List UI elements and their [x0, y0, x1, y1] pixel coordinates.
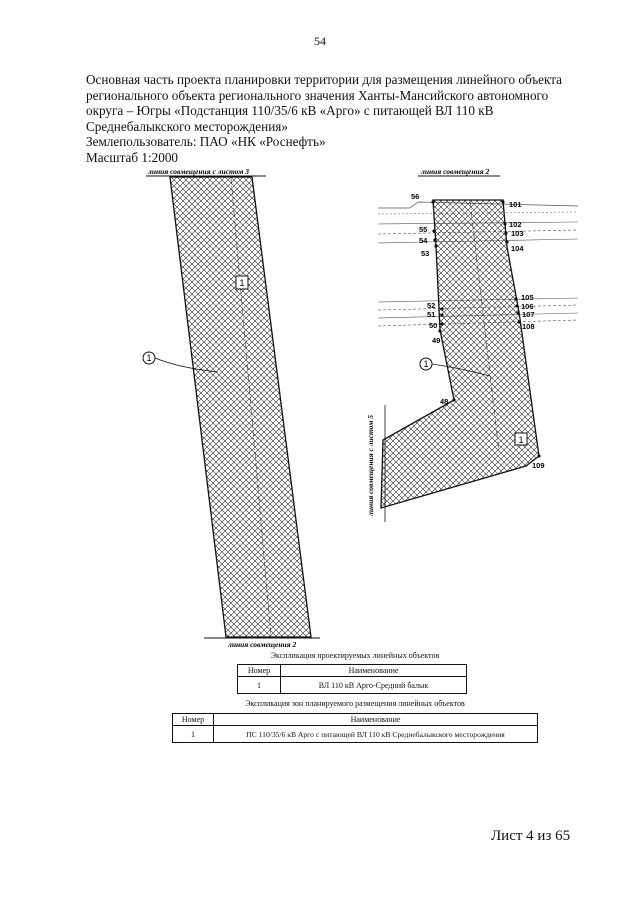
point-108 [517, 320, 521, 324]
turning-points [431, 200, 541, 458]
label-48: 48 [440, 397, 448, 406]
table1-header-number: Номер [237, 664, 281, 677]
point-52 [440, 307, 444, 311]
point-109 [537, 454, 541, 458]
point-102 [503, 222, 507, 226]
projected-objects-table: Номер Наименование 1 ВЛ 110 кВ Арго-Сред… [237, 664, 467, 694]
label-105: 105 [521, 293, 534, 302]
left-sheet-fragment: линия совмещения с листом 3 линия совмещ… [142, 167, 320, 649]
zone-leader-left [154, 357, 219, 373]
label-108: 108 [522, 322, 535, 331]
label-53: 53 [421, 249, 429, 258]
header-title-line-4: Среднебалыкского месторождения» [86, 118, 288, 134]
right-top-match-label: линия совмещения 2 [420, 167, 489, 176]
object-marker-right: 1 [518, 435, 523, 445]
left-bottom-match-label: линия совмещения 2 [227, 640, 296, 649]
label-56: 56 [411, 192, 419, 201]
point-49 [438, 329, 442, 333]
label-54: 54 [419, 236, 428, 245]
table-row: 1 ПС 110/35/6 кВ Арго с питающей ВЛ 110 … [172, 725, 538, 743]
point-50 [440, 322, 444, 326]
zone-right-area [380, 199, 540, 509]
label-103: 103 [511, 229, 524, 238]
turning-point-labels: 56 101 102 55 103 54 53 104 105 52 106 5… [411, 192, 545, 470]
zone-marker-right: 1 [423, 359, 428, 369]
page-number: 54 [314, 34, 326, 48]
left-top-match-label: линия совмещения с листом 3 [147, 167, 249, 176]
point-105 [514, 297, 518, 301]
land-user: Землепользователь: ПАО «НК «Роснефть» [86, 134, 326, 149]
right-side-match-label: линия совмещения с листом 5 [366, 415, 375, 517]
label-101: 101 [509, 200, 522, 209]
label-104: 104 [511, 244, 524, 253]
table2-caption: Экспликация зон планируемого размещения … [245, 699, 465, 708]
label-51: 51 [427, 310, 435, 319]
right-sheet-fragment: линия совмещения 2 линия совмещения с ли… [366, 167, 579, 522]
right-axis-line [469, 200, 500, 453]
point-48 [452, 398, 456, 402]
zone-leader-right [431, 363, 491, 377]
sheet-counter: Лист 4 из 65 [491, 828, 571, 844]
table2-cell-number: 1 [172, 725, 214, 743]
point-106 [515, 304, 519, 308]
label-102: 102 [509, 220, 522, 229]
object-marker-box-left [235, 275, 249, 290]
table1-caption: Экспликация проектируемых линейных объек… [270, 651, 440, 660]
table1-cell-name: ВЛ 110 кВ Арго-Средний балык [280, 676, 467, 694]
point-107 [516, 311, 520, 315]
point-54 [433, 238, 437, 242]
table1-header-name: Наименование [280, 664, 467, 677]
label-107: 107 [522, 310, 535, 319]
label-55: 55 [419, 225, 427, 234]
point-53 [434, 244, 438, 248]
label-106: 106 [521, 302, 534, 311]
point-51 [440, 313, 444, 317]
label-49: 49 [432, 336, 440, 345]
table-row: 1 ВЛ 110 кВ Арго-Средний балык [237, 676, 467, 694]
point-56 [431, 200, 435, 204]
label-50: 50 [429, 321, 437, 330]
header-title-line-1: Основная часть проекта планировки террит… [86, 72, 563, 87]
table1-cell-number: 1 [237, 676, 281, 694]
object-marker-box-right [514, 432, 528, 446]
header-block: Основная часть проекта планировки террит… [86, 72, 576, 165]
table2-cell-name: ПС 110/35/6 кВ Арго с питающей ВЛ 110 кВ… [213, 725, 538, 743]
table2-header-name: Наименование [213, 713, 538, 726]
header-title-line-3: округа – Югры «Подстанция 110/35/6 кВ «А… [86, 103, 494, 118]
zones-table: Номер Наименование 1 ПС 110/35/6 кВ Арго… [172, 713, 538, 743]
label-52: 52 [427, 301, 435, 310]
point-55 [432, 229, 436, 233]
table2-header-number: Номер [172, 713, 214, 726]
zone-left-strip [169, 176, 312, 638]
object-marker-left: 1 [239, 278, 244, 288]
point-101 [501, 200, 505, 204]
header-title-line-2: регионального объекта регионального знач… [86, 87, 549, 103]
scale: Масштаб 1:2000 [86, 149, 179, 165]
point-103 [504, 231, 508, 235]
zone-marker-left: 1 [146, 353, 151, 363]
label-109: 109 [532, 461, 545, 470]
point-104 [505, 240, 509, 244]
